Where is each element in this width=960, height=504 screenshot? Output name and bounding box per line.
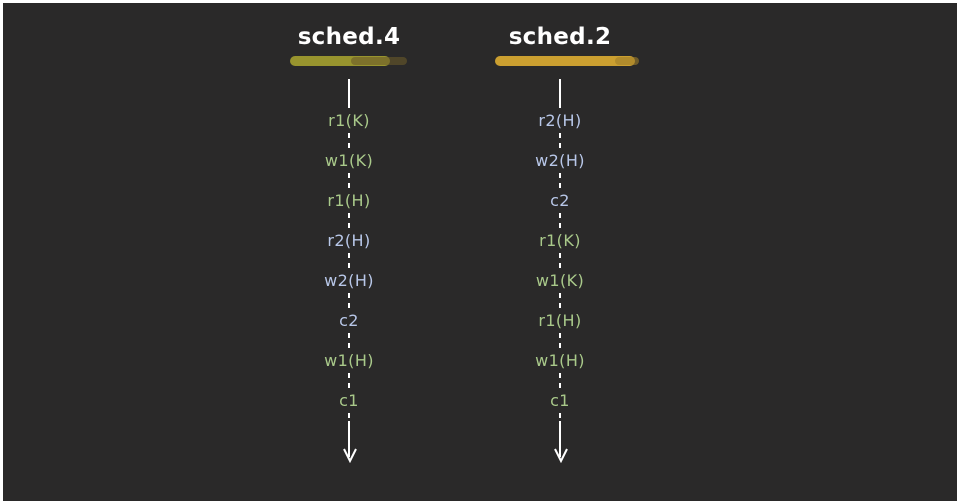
operation-label: r2(H): [470, 111, 650, 131]
operation-label: r1(K): [470, 231, 650, 251]
diagram-canvas: sched.4 r1(K) w1(K) r1(H) r2(H) w2(H) c2…: [3, 3, 957, 501]
operation-label: c1: [470, 391, 650, 411]
schedule-title: sched.4: [297, 24, 401, 50]
title-highlight-stroke-tail: [351, 57, 407, 65]
operation-label: c1: [259, 391, 439, 411]
schedule-column-sched2: sched.2 r2(H) w2(H) c2 r1(K) w1(K) r1(H)…: [470, 3, 650, 501]
operation-label: c2: [470, 191, 650, 211]
operation-label: r1(H): [470, 311, 650, 331]
schedule-title: sched.2: [508, 24, 612, 50]
title-highlight-stroke: [495, 56, 635, 66]
operation-label: c2: [259, 311, 439, 331]
operation-label: w2(H): [259, 271, 439, 291]
operation-label: w1(H): [470, 351, 650, 371]
operation-label: r1(K): [259, 111, 439, 131]
operation-label: w2(H): [470, 151, 650, 171]
arrow-down-icon: [343, 448, 357, 463]
arrow-down-icon: [554, 448, 568, 463]
title-highlight-stroke-tail: [615, 57, 639, 65]
operation-label: w1(H): [259, 351, 439, 371]
operation-label: r2(H): [259, 231, 439, 251]
title-highlight-stroke: [290, 56, 390, 66]
operation-label: r1(H): [259, 191, 439, 211]
operation-label: w1(K): [259, 151, 439, 171]
operation-label: w1(K): [470, 271, 650, 291]
schedule-column-sched4: sched.4 r1(K) w1(K) r1(H) r2(H) w2(H) c2…: [259, 3, 439, 501]
